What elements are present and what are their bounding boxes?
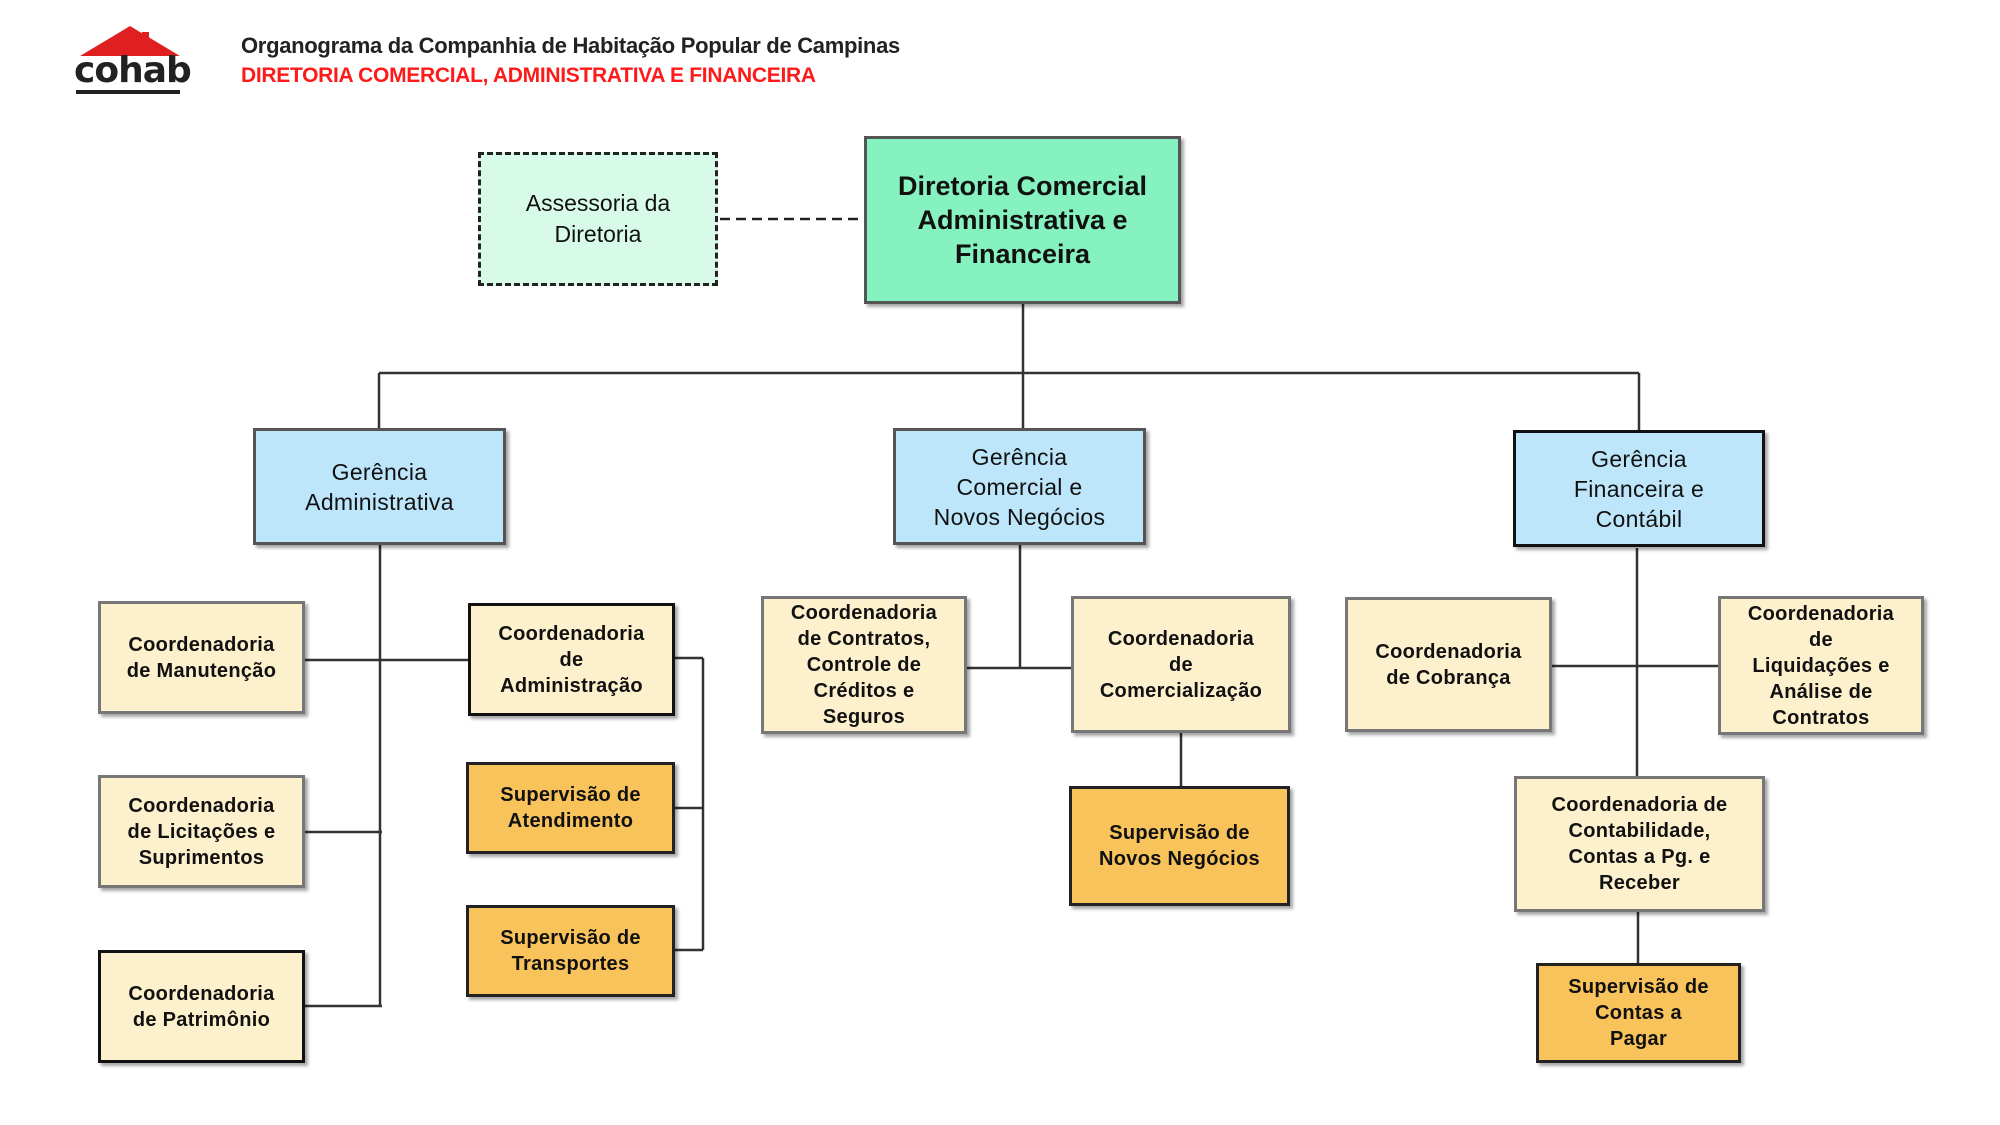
directorate-box: Diretoria Comercial Administrativa e Fin…	[864, 136, 1181, 304]
new-business-supervision-label: Supervisão de Novos Negócios	[1099, 822, 1260, 870]
administration-coordination-box: Coordenadoria de Administração	[468, 603, 675, 716]
transport-supervision-label: Supervisão de Transportes	[500, 927, 641, 975]
new-business-supervision-box: Supervisão de Novos Negócios	[1069, 786, 1290, 906]
logo-wordmark: cohab	[74, 50, 192, 91]
transport-supervision-box: Supervisão de Transportes	[466, 905, 675, 997]
advisory-box: Assessoria da Diretoria	[478, 152, 718, 286]
accounting-coordination-label: Coordenadoria de Contabilidade, Contas a…	[1551, 794, 1728, 894]
directorate-label: Diretoria Comercial Administrativa e Fin…	[897, 171, 1148, 269]
settlements-coordination-label: Coordenadoria de Liquidações e Análise d…	[1747, 602, 1895, 729]
commercialization-coordination-label: Coordenadoria de Comercialização	[1099, 627, 1263, 702]
house-roof-icon	[80, 26, 180, 56]
collection-coordination-label: Coordenadoria de Cobrança	[1375, 640, 1522, 689]
payables-supervision-label: Supervisão de Contas a Pagar	[1568, 976, 1709, 1050]
procurement-coordination-label: Coordenadoria de Licitações e Suprimento…	[127, 794, 276, 869]
patrimony-coordination-label: Coordenadoria de Patrimônio	[128, 982, 275, 1031]
administration-coordination-label: Coordenadoria de Administração	[498, 622, 645, 697]
service-supervision-label: Supervisão de Atendimento	[500, 784, 641, 832]
header: cohab Organograma da Companhia de Habita…	[0, 0, 2000, 110]
collection-coordination-box: Coordenadoria de Cobrança	[1345, 597, 1552, 732]
settlements-coordination-box: Coordenadoria de Liquidações e Análise d…	[1718, 596, 1924, 735]
procurement-coordination-box: Coordenadoria de Licitações e Suprimento…	[98, 775, 305, 888]
contracts-coordination-box: Coordenadoria de Contratos, Controle de …	[761, 596, 967, 734]
accounting-coordination-box: Coordenadoria de Contabilidade, Contas a…	[1514, 776, 1765, 912]
administrative-management-box: Gerência Administrativa	[253, 428, 506, 545]
commercialization-coordination-box: Coordenadoria de Comercialização	[1071, 596, 1291, 733]
page-title: Organograma da Companhia de Habitação Po…	[241, 33, 900, 58]
contracts-coordination-label: Coordenadoria de Contratos, Controle de …	[790, 602, 938, 728]
page-subtitle: DIRETORIA COMERCIAL, ADMINISTRATIVA E FI…	[241, 64, 816, 87]
logo-underline	[76, 90, 180, 94]
financial-management-label: Gerência Financeira e Contábil	[1573, 445, 1705, 532]
administrative-management-label: Gerência Administrativa	[305, 458, 454, 515]
chimney-icon	[142, 32, 149, 46]
cohab-logo: cohab	[74, 26, 192, 96]
service-supervision-box: Supervisão de Atendimento	[466, 762, 675, 854]
commercial-management-box: Gerência Comercial e Novos Negócios	[893, 428, 1146, 545]
financial-management-box: Gerência Financeira e Contábil	[1513, 430, 1765, 547]
patrimony-coordination-box: Coordenadoria de Patrimônio	[98, 950, 305, 1063]
maintenance-coordination-box: Coordenadoria de Manutenção	[98, 601, 305, 714]
commercial-management-label: Gerência Comercial e Novos Negócios	[933, 443, 1106, 530]
maintenance-coordination-label: Coordenadoria de Manutenção	[126, 633, 277, 682]
advisory-label: Assessoria da Diretoria	[525, 190, 671, 247]
payables-supervision-box: Supervisão de Contas a Pagar	[1536, 963, 1741, 1063]
